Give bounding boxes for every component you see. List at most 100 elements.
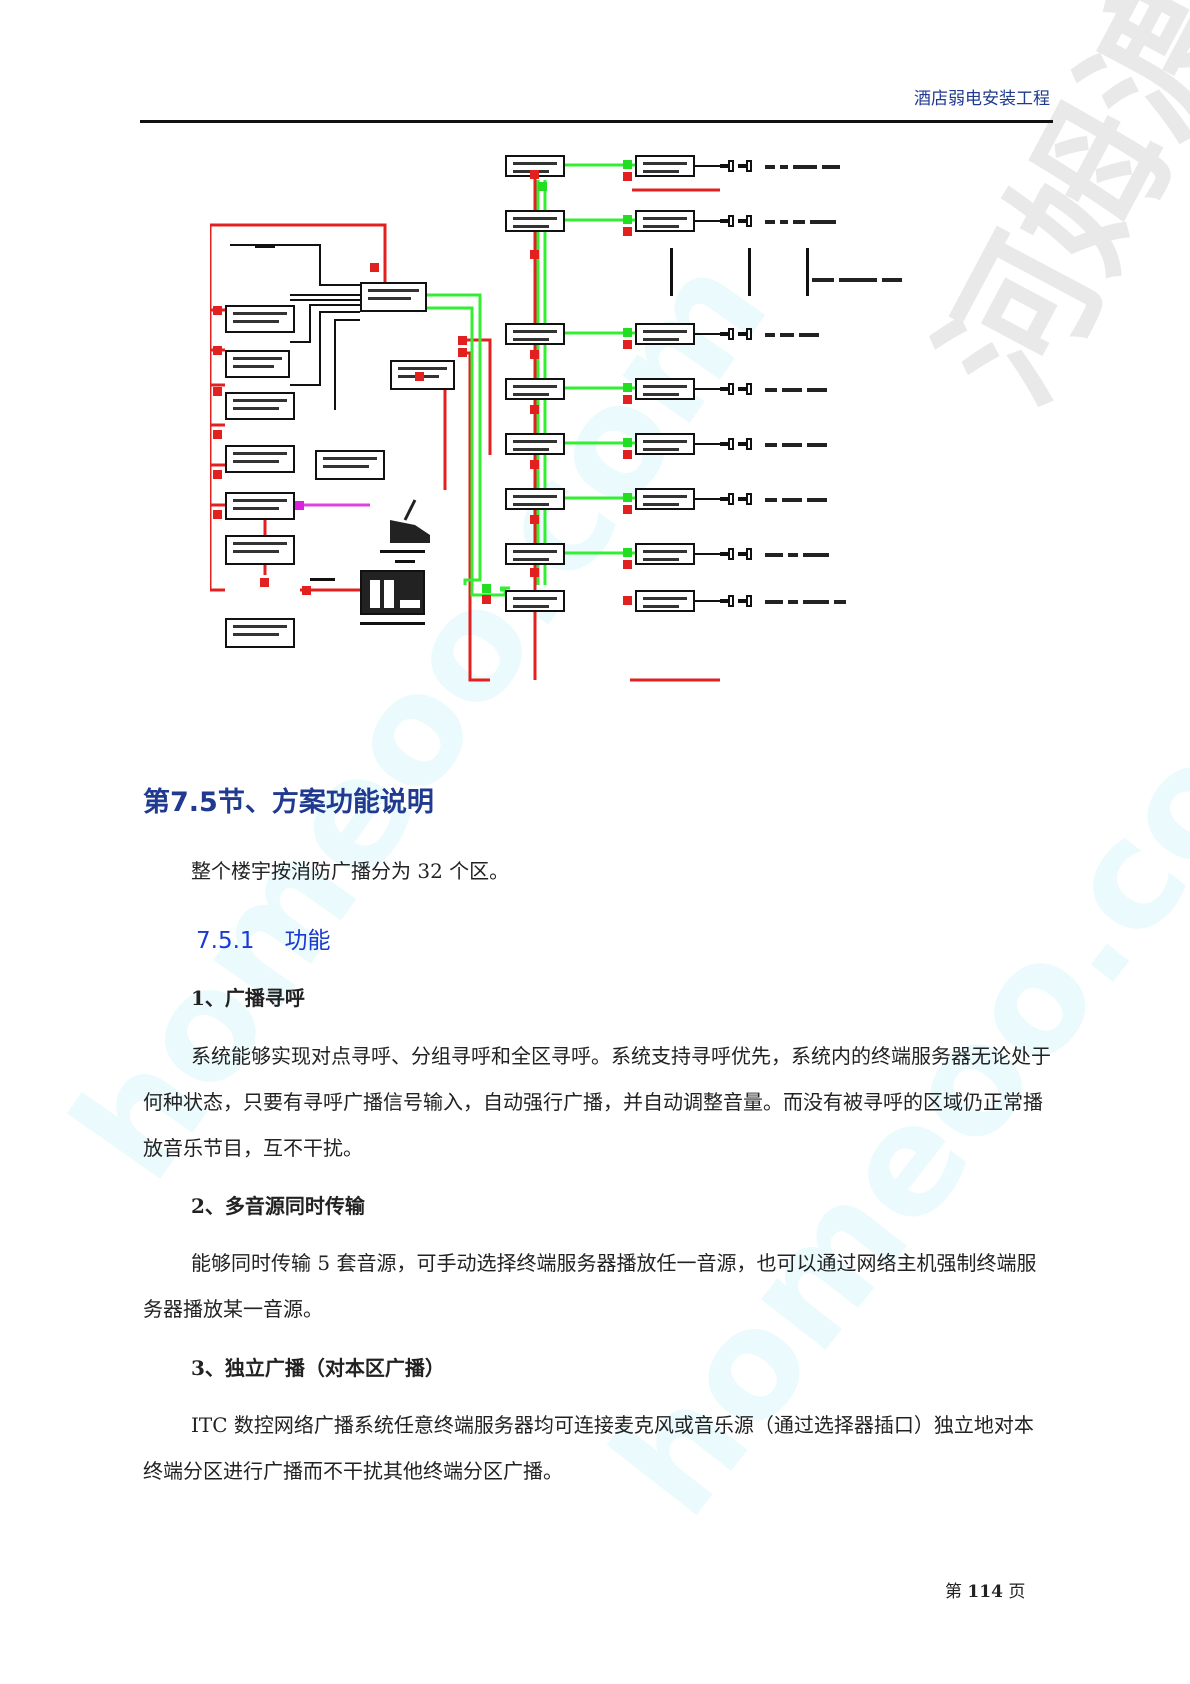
- zone-label-5: [765, 443, 832, 447]
- connector: [213, 510, 222, 519]
- connector: [530, 515, 539, 524]
- connector: [623, 160, 632, 169]
- paging-server-box: [390, 360, 455, 390]
- host-input-label: [255, 245, 275, 248]
- item-heading-1: 1、广播寻呼: [191, 986, 305, 1010]
- zone-terminal-5: [505, 433, 565, 455]
- connector: [623, 172, 632, 181]
- speaker-icon: [720, 214, 754, 228]
- connector: [623, 215, 632, 224]
- subsection-label: 功能: [284, 928, 331, 954]
- zone-amp-1: [635, 155, 695, 177]
- connector: [260, 578, 269, 587]
- speaker-icon: [720, 547, 754, 561]
- connector: [213, 306, 222, 315]
- amp-line-6: [695, 498, 720, 500]
- amp-line-1: [695, 165, 720, 167]
- connector: [623, 505, 632, 514]
- intro-paragraph: 整个楼宇按消防广播分为 32 个区。: [191, 859, 510, 883]
- connector: [623, 227, 632, 236]
- paging-microphone-icon: [390, 499, 430, 543]
- zone-terminal-4: [505, 378, 565, 400]
- connector: [530, 405, 539, 414]
- zone-amp-5: [635, 433, 695, 455]
- diagram-wiring: [210, 160, 720, 682]
- ellipsis-dash: [806, 248, 809, 296]
- connector: [530, 170, 539, 179]
- subsection-title: 7.5.1 功能: [196, 921, 331, 955]
- zone-terminal-7: [505, 543, 565, 565]
- source-box-3: [225, 392, 295, 420]
- connector: [623, 548, 632, 557]
- zone-terminal-6: [505, 488, 565, 510]
- section-title: 第7.5节、方案功能说明: [143, 787, 434, 818]
- zone-label-6: [765, 498, 832, 502]
- control-lines: [230, 244, 360, 410]
- speaker-icon: [720, 437, 754, 451]
- connector: [530, 568, 539, 577]
- power-amp-box: [225, 618, 295, 648]
- zone-amp-6: [635, 488, 695, 510]
- connector: [623, 560, 632, 569]
- zone-amp-3: [635, 323, 695, 345]
- item-heading-2: 2、多音源同时传输: [191, 1194, 365, 1218]
- zone-amp-8: [635, 590, 695, 612]
- speaker-icon: [720, 327, 754, 341]
- connector: [213, 430, 222, 439]
- item-heading-3: 3、独立广播（对本区广播）: [191, 1356, 445, 1380]
- connector: [623, 493, 632, 502]
- ellipsis-dash: [748, 248, 751, 296]
- aux-connector: [295, 501, 304, 510]
- amp-line-3: [695, 333, 720, 335]
- mic-label: [380, 550, 425, 553]
- connector: [623, 395, 632, 404]
- amp-line-5: [695, 443, 720, 445]
- subsection-number: 7.5.1: [196, 928, 255, 954]
- computer-label: [360, 622, 425, 625]
- zone-amp-4: [635, 378, 695, 400]
- computer-link-label: [310, 578, 335, 581]
- connector: [482, 584, 491, 593]
- network-host-box: [360, 282, 427, 312]
- amp-line-2: [695, 220, 720, 222]
- speaker-icon: [720, 594, 754, 608]
- connector: [415, 372, 424, 381]
- connector: [623, 328, 632, 337]
- zone-terminal-8: [505, 590, 565, 612]
- ellipsis-label: [812, 278, 907, 282]
- zone-terminal-3: [505, 323, 565, 345]
- connector: [213, 346, 222, 355]
- header-rule: [140, 120, 1053, 123]
- source-box-6: [225, 535, 295, 565]
- zone-amp-7: [635, 543, 695, 565]
- amp-line-4: [695, 388, 720, 390]
- connector: [458, 348, 467, 357]
- speaker-icon: [720, 382, 754, 396]
- page-number: 第 114 页: [945, 1577, 1025, 1602]
- zone-label-8: [765, 600, 851, 604]
- zone-label-7: [765, 553, 834, 557]
- zone-amp-2: [635, 210, 695, 232]
- item-paragraph-3: ITC 数控网络广播系统任意终端服务器均可连接麦克风或音乐源（通过选择器插口）独…: [143, 1413, 1034, 1483]
- connector: [623, 383, 632, 392]
- zone-terminal-2: [505, 210, 565, 232]
- connector: [538, 182, 547, 191]
- connector: [623, 438, 632, 447]
- mic-label-2: [395, 560, 415, 563]
- speaker-icon: [720, 159, 754, 173]
- amp-line-7: [695, 553, 720, 555]
- page-prefix: 第: [945, 1582, 962, 1602]
- connector: [530, 350, 539, 359]
- speaker-icon: [720, 492, 754, 506]
- connector: [213, 387, 222, 396]
- zone-label-4: [765, 388, 832, 392]
- connector: [623, 340, 632, 349]
- item-paragraph-1: 系统能够实现对点寻呼、分组寻呼和全区寻呼。系统支持寻呼优先，系统内的终端服务器无…: [143, 1044, 1051, 1160]
- connector: [458, 336, 467, 345]
- source-box-2: [225, 350, 290, 378]
- connector: [623, 596, 632, 605]
- header-title: 酒店弱电安装工程: [914, 89, 1050, 109]
- connector: [530, 460, 539, 469]
- connector: [370, 263, 379, 272]
- zone-label-3: [765, 333, 824, 337]
